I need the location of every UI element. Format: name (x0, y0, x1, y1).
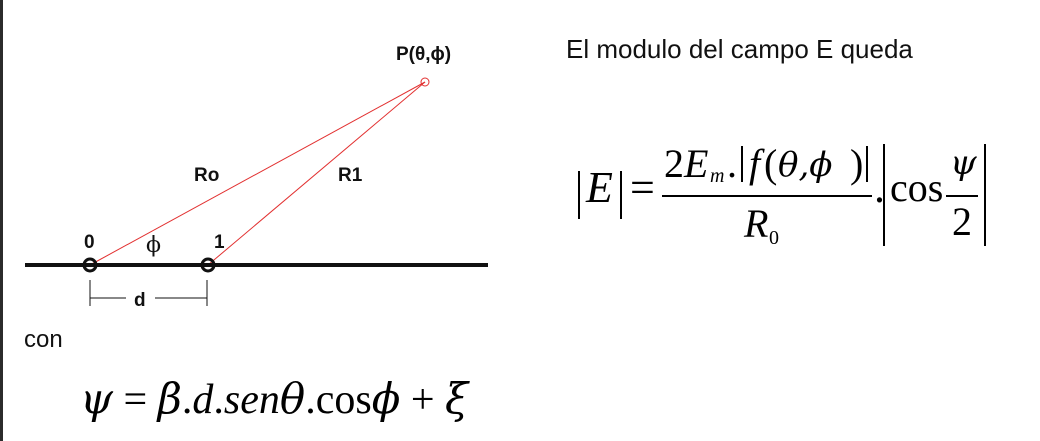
left-border (0, 0, 3, 441)
num-f: f (749, 141, 761, 186)
point-p-label: P(θ,ϕ) (396, 44, 451, 65)
abs-bar (883, 144, 885, 246)
phi-symbol: ϕ (371, 374, 401, 423)
field-magnitude-formula: E = 2 E m . f ( θ,ϕ ) R 0 . cos ψ 2 (574, 140, 994, 260)
fraction-bar-small (946, 195, 978, 197)
point-p-marker (420, 77, 430, 87)
abs-bar (620, 171, 622, 219)
element1-label: 1 (214, 232, 225, 253)
origin-label: 0 (84, 232, 95, 253)
element-0 (82, 257, 98, 273)
num-dot: . (727, 141, 737, 186)
num-e: E (684, 141, 709, 186)
num-coefficient: 2 (664, 141, 684, 186)
element-1 (200, 257, 216, 273)
den-subscript: 0 (769, 227, 779, 249)
abs-bar (578, 171, 580, 219)
r0-line (89, 81, 426, 266)
equals-sign: = (630, 163, 655, 212)
num-subscript: m (710, 165, 725, 187)
fraction-bar (662, 195, 872, 197)
lhs-e: E (586, 163, 613, 212)
two-denominator: 2 (952, 199, 972, 244)
psi-formula: ψ = β.d.senθ.cosϕ + ξ (80, 374, 469, 423)
psi-symbol: ψ (80, 374, 113, 423)
xi-symbol: ξ (445, 374, 469, 423)
abs-bar (866, 146, 868, 182)
den-r: R (744, 201, 769, 246)
sen-text: sen (223, 377, 280, 423)
theta-symbol: θ (279, 374, 306, 423)
psi-symbol: ψ (950, 143, 977, 183)
num-paren-close: ) (850, 141, 864, 186)
cos-text: cos (315, 377, 372, 423)
abs-bar (984, 144, 986, 246)
abs-bar (741, 146, 743, 182)
mid-dot: . (874, 163, 885, 212)
con-text: con (24, 326, 63, 353)
beta-symbol: β (157, 374, 182, 423)
cos-text: cos (890, 165, 944, 210)
d-symbol: d (192, 377, 214, 423)
antenna-diagram: P(θ,ϕ) Ro R1 0 1 ϕ d (25, 44, 488, 311)
spacing-label: d (134, 290, 146, 311)
r1-label: R1 (338, 165, 363, 186)
r0-label: Ro (194, 165, 219, 186)
r1-line (207, 81, 426, 266)
angle-label: ϕ (146, 233, 161, 258)
num-args: θ,ϕ (778, 145, 833, 185)
num-paren-open: ( (764, 141, 778, 186)
heading-text: El modulo del campo E queda (566, 34, 913, 64)
